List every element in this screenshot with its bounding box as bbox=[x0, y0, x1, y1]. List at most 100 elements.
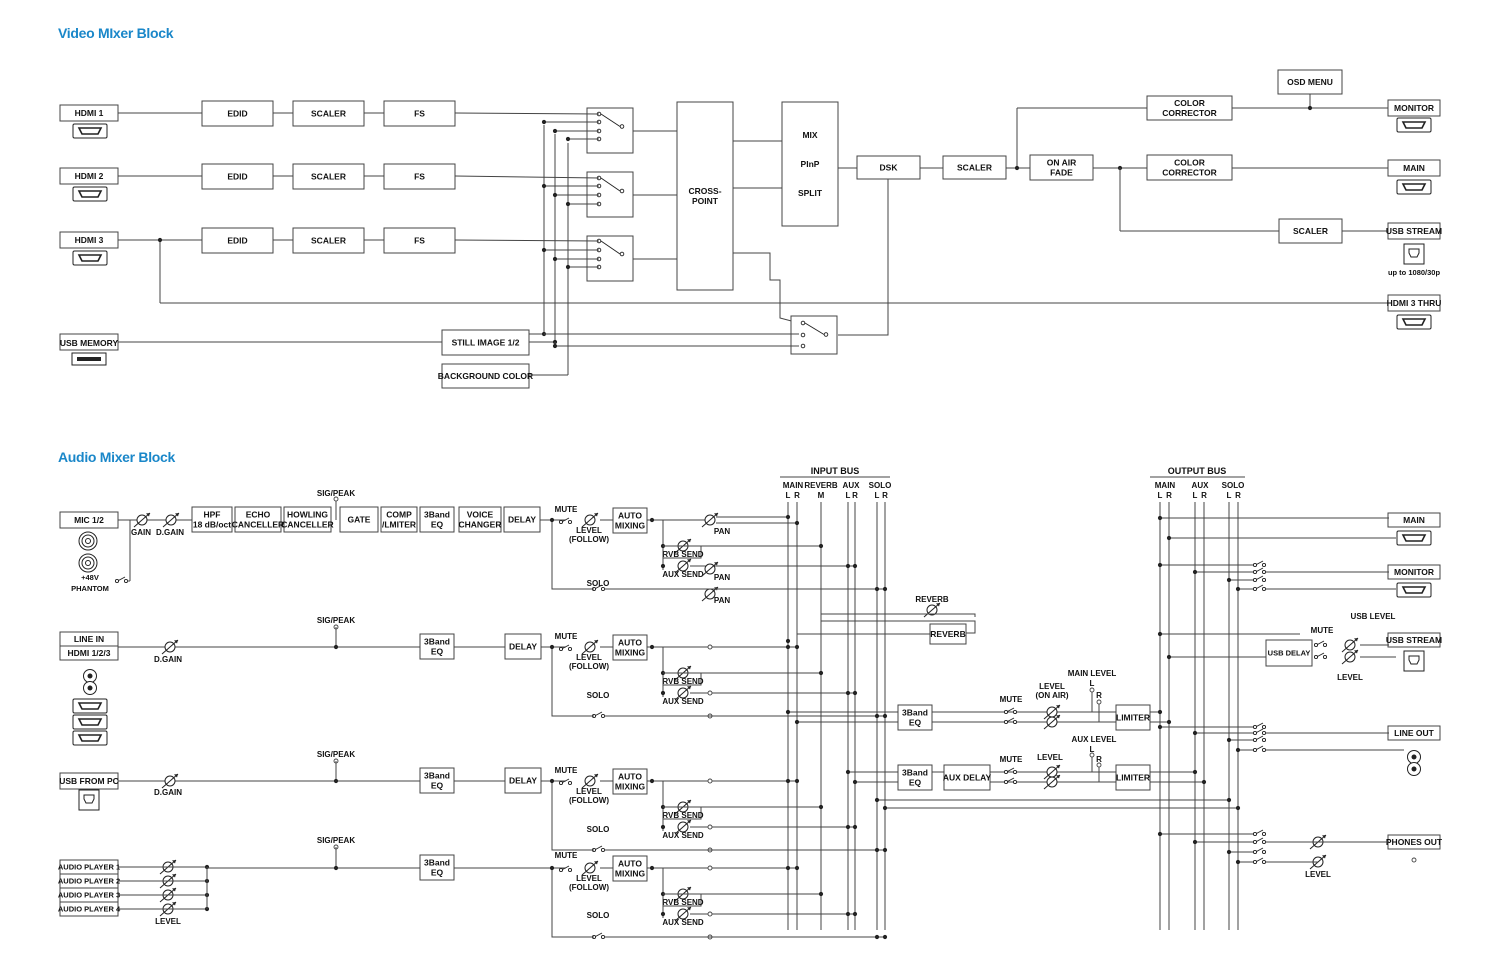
delay-box: DELAY bbox=[504, 633, 542, 660]
switch-icon bbox=[1313, 640, 1328, 648]
svg-text:FS: FS bbox=[414, 171, 425, 181]
video-section-title: Video MIxer Block bbox=[58, 25, 174, 41]
hdmi-port-icon bbox=[72, 698, 108, 714]
svg-text:AUDIO PLAYER 4: AUDIO PLAYER 4 bbox=[58, 905, 121, 914]
level-label: LEVEL bbox=[1037, 753, 1063, 762]
svg-text:AUTO: AUTO bbox=[618, 637, 642, 647]
sig-peak-label: SIG/PEAK bbox=[317, 616, 355, 625]
switch-icon bbox=[1003, 717, 1018, 725]
solo-label: SOLO bbox=[587, 579, 610, 588]
lr-label: R bbox=[1096, 691, 1102, 700]
mute-label: MUTE bbox=[1311, 626, 1334, 635]
output-bus-title: OUTPUT BUS bbox=[1168, 466, 1227, 476]
svg-text:DSK: DSK bbox=[880, 162, 899, 172]
svg-text:HOWLING: HOWLING bbox=[287, 509, 328, 519]
svg-text:STILL IMAGE 1/2: STILL IMAGE 1/2 bbox=[452, 337, 520, 347]
switch-icon bbox=[1252, 829, 1267, 837]
mix-label: MIX bbox=[802, 130, 817, 140]
reverb-label: REVERB bbox=[915, 595, 949, 604]
level-knob-icon bbox=[1341, 649, 1359, 665]
hdmi-port-icon bbox=[72, 250, 108, 266]
usb-b-port-icon bbox=[78, 789, 100, 811]
svg-text:USB STREAM: USB STREAM bbox=[1386, 635, 1442, 645]
solo-label: SOLO bbox=[587, 691, 610, 700]
main-level-label: MAIN LEVEL bbox=[1068, 669, 1117, 678]
usb-from-pc-box: USB FROM PC bbox=[59, 772, 119, 790]
follow-label: (FOLLOW) bbox=[569, 662, 609, 671]
usb-a-port-icon bbox=[71, 352, 107, 366]
lr-label: L bbox=[1227, 491, 1232, 500]
video-output-label: USB STREAM bbox=[1386, 226, 1442, 236]
svg-text:SCALER: SCALER bbox=[311, 108, 346, 118]
mix-pinp-split-box bbox=[781, 101, 839, 227]
svg-text:ON AIR: ON AIR bbox=[1047, 157, 1076, 167]
level-knob-icon bbox=[674, 685, 692, 701]
svg-text:SCALER: SCALER bbox=[957, 162, 992, 172]
combo-jack-icon bbox=[78, 553, 98, 573]
svg-text:MIXING: MIXING bbox=[615, 647, 646, 657]
level-knob-icon bbox=[1341, 637, 1359, 653]
mute-label: MUTE bbox=[555, 505, 578, 514]
level-knob-icon bbox=[161, 639, 179, 655]
usb-b-port-icon bbox=[1403, 650, 1425, 672]
svg-text:FS: FS bbox=[414, 235, 425, 245]
scaler-usb-box: SCALER bbox=[1278, 218, 1343, 244]
svg-text:EQ: EQ bbox=[431, 867, 444, 877]
level-label: LEVEL bbox=[155, 917, 181, 926]
background-color-box: BACKGROUND COLOR bbox=[438, 363, 533, 389]
level-knob-icon bbox=[581, 773, 599, 789]
switch-icon bbox=[558, 778, 573, 786]
lr-label: R bbox=[1201, 491, 1207, 500]
svg-text:EDID: EDID bbox=[227, 171, 247, 181]
mute-label: MUTE bbox=[555, 851, 578, 860]
svg-text:EQ: EQ bbox=[909, 777, 922, 787]
solo-label: SOLO bbox=[587, 825, 610, 834]
switch-icon bbox=[1252, 745, 1267, 753]
switch-icon bbox=[1252, 735, 1267, 743]
line-in-box: LINE IN bbox=[59, 631, 119, 647]
aux-send-label: AUX SEND bbox=[662, 831, 704, 840]
limiter-box: LIMITER bbox=[1115, 764, 1151, 791]
solo-label: SOLO bbox=[587, 911, 610, 920]
gate-box: GATE bbox=[339, 506, 379, 533]
level-knob-icon bbox=[581, 639, 599, 655]
output-bus-aux: AUX bbox=[1192, 481, 1210, 490]
usb-delay-box: USB DELAY bbox=[1265, 639, 1313, 667]
rvb-send-label: RVB SEND bbox=[662, 811, 703, 820]
audio-section-title: Audio Mixer Block bbox=[58, 449, 176, 465]
svg-text:LIMITER: LIMITER bbox=[1116, 772, 1150, 782]
dgain-label: D.GAIN bbox=[154, 788, 182, 797]
comp-limiter-box: COMP/LMITER bbox=[380, 506, 418, 533]
edid-box: EDID bbox=[201, 227, 274, 254]
hdmi-port-icon bbox=[1396, 117, 1432, 133]
level-label: LEVEL bbox=[576, 787, 602, 796]
edid-box: EDID bbox=[201, 163, 274, 190]
audio-output-box: USB STREAM bbox=[1386, 632, 1442, 648]
svg-text:MAIN: MAIN bbox=[1403, 515, 1425, 525]
mute-label: MUTE bbox=[555, 766, 578, 775]
svg-text:AUDIO PLAYER 1: AUDIO PLAYER 1 bbox=[58, 863, 120, 872]
level-knob-icon bbox=[701, 561, 719, 577]
lr-label: R bbox=[1096, 755, 1102, 764]
svg-text:18 dB/oct: 18 dB/oct bbox=[193, 519, 231, 529]
rca-jack-icon bbox=[1407, 762, 1421, 776]
rvb-send-label: RVB SEND bbox=[662, 550, 703, 559]
reverb-box: REVERB bbox=[929, 623, 967, 645]
svg-text:HDMI 1/2/3: HDMI 1/2/3 bbox=[68, 648, 111, 658]
fs-box: FS bbox=[383, 163, 456, 190]
pan-label: PAN bbox=[714, 596, 731, 605]
usb-memory-label: USB MEMORY bbox=[60, 338, 119, 348]
svg-text:3Band: 3Band bbox=[424, 770, 450, 780]
delay-box: DELAY bbox=[503, 506, 541, 533]
scaler-box: SCALER bbox=[292, 100, 365, 127]
audio-output-box: PHONES OUT bbox=[1386, 834, 1443, 850]
rca-jack-icon bbox=[1407, 750, 1421, 764]
level-knob-icon bbox=[133, 512, 151, 528]
svg-text:USB DELAY: USB DELAY bbox=[1268, 649, 1311, 658]
